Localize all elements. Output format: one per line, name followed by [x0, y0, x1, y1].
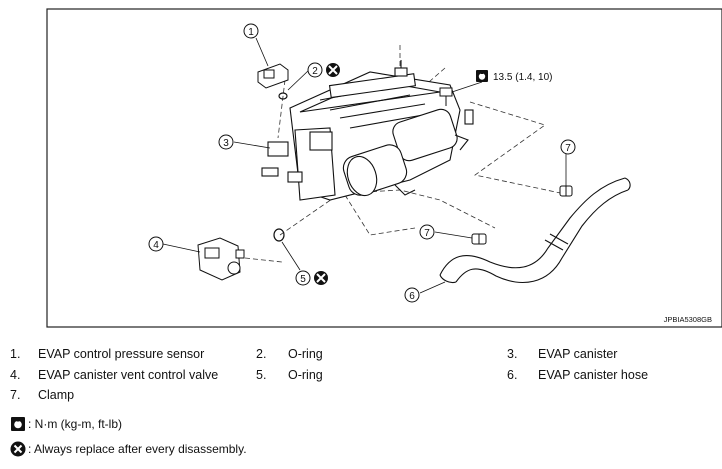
callout-6 — [404, 287, 420, 303]
o-ring-5 — [273, 228, 285, 242]
legend-label: EVAP control pressure sensor — [38, 347, 205, 361]
callout-2-text: 2 — [312, 66, 318, 77]
replace-x-icon — [326, 63, 340, 77]
legend-label: EVAP canister vent control valve — [38, 368, 219, 382]
legend-num: 3. — [507, 347, 518, 361]
torque-wrench-icon — [11, 417, 25, 431]
evap-control-pressure-sensor — [257, 63, 289, 89]
callout-6-text: 6 — [409, 291, 415, 302]
diagram-frame — [46, 8, 722, 328]
legend-label: O-ring — [288, 368, 323, 382]
legend-num: 4. — [10, 368, 21, 382]
callout-3 — [218, 134, 234, 150]
legend-label: Clamp — [38, 388, 75, 402]
clamp-upper — [559, 185, 573, 197]
legend-label: EVAP canister hose — [538, 368, 649, 382]
replace-x-icon — [10, 441, 26, 457]
callout-1-text: 1 — [248, 27, 254, 38]
callout-4-text: 4 — [153, 240, 159, 251]
callout-7b-text: 7 — [424, 228, 430, 239]
evap-canister-vent-control-valve — [197, 237, 245, 281]
torque-wrench-icon — [476, 70, 488, 82]
torque-legend: : N·m (kg-m, ft-lb) — [10, 416, 122, 432]
callout-1 — [243, 23, 259, 39]
replace-x-icon — [314, 271, 328, 285]
callout-7a — [560, 139, 576, 155]
figure-code: JPBIA5308GB — [664, 315, 712, 324]
evap-canister — [261, 60, 474, 201]
legend-num: 6. — [507, 368, 518, 382]
callout-7a-text: 7 — [565, 143, 571, 154]
torque-note: : N·m (kg-m, ft-lb) — [28, 417, 122, 431]
clamp-lower — [471, 233, 487, 245]
replace-legend: : Always replace after every disassembly… — [10, 441, 247, 457]
callout-2 — [307, 62, 323, 78]
torque-value: 13.5 (1.4, 10) — [493, 72, 552, 83]
callout-5-text: 5 — [300, 274, 306, 285]
callout-3-text: 3 — [223, 138, 229, 149]
evap-canister-hose — [439, 177, 631, 284]
callout-7b — [419, 224, 435, 240]
legend-num: 1. — [10, 347, 21, 361]
evap-canister-diagram: 13.5 (1.4, 10) — [46, 8, 722, 328]
legend-num: 5. — [256, 368, 267, 382]
callout-4 — [148, 236, 164, 252]
legend-label: O-ring — [288, 347, 323, 361]
o-ring-2 — [278, 92, 288, 100]
callout-leaders — [162, 37, 567, 294]
legend-label: EVAP canister — [538, 347, 618, 361]
callout-5 — [295, 270, 311, 286]
replace-note: : Always replace after every disassembly… — [28, 442, 247, 456]
legend-num: 2. — [256, 347, 267, 361]
legend-num: 7. — [10, 388, 21, 402]
